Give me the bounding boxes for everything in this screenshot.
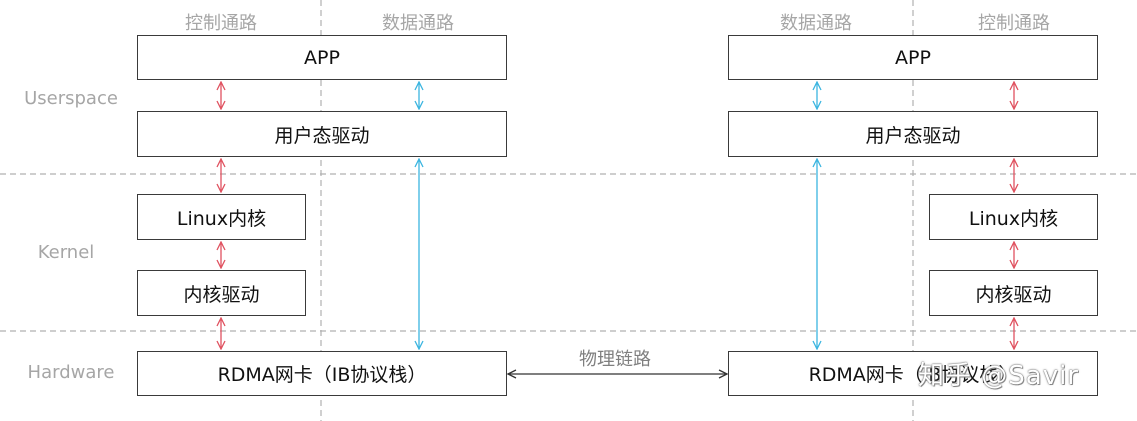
right-linux-kernel-box: Linux内核 <box>929 194 1098 240</box>
right-control-path-label: 控制通路 <box>978 13 1050 34</box>
zhihu-watermark: 知乎 @Savir <box>918 361 1080 391</box>
physical-link-label: 物理链路 <box>579 349 651 370</box>
right-user-driver-box: 用户态驱动 <box>728 111 1098 157</box>
hardware-layer-label: Hardware <box>27 362 115 383</box>
right-data-path-label: 数据通路 <box>780 13 852 34</box>
userspace-layer-label: Userspace <box>24 88 118 109</box>
left-data-path-label: 数据通路 <box>382 13 454 34</box>
left-kernel-driver-box: 内核驱动 <box>137 270 306 316</box>
left-rdma-nic-box: RDMA网卡（IB协议栈） <box>137 351 507 396</box>
kernel-layer-label: Kernel <box>37 242 95 263</box>
left-user-driver-box: 用户态驱动 <box>137 111 507 157</box>
right-kernel-driver-box: 内核驱动 <box>929 270 1098 316</box>
left-app-box: APP <box>137 35 507 80</box>
left-control-path-label: 控制通路 <box>185 13 257 34</box>
right-rdma-nic-box: RDMA网卡（IB协议栈） <box>728 351 1098 396</box>
left-linux-kernel-box: Linux内核 <box>137 194 306 240</box>
right-app-box: APP <box>728 35 1098 80</box>
